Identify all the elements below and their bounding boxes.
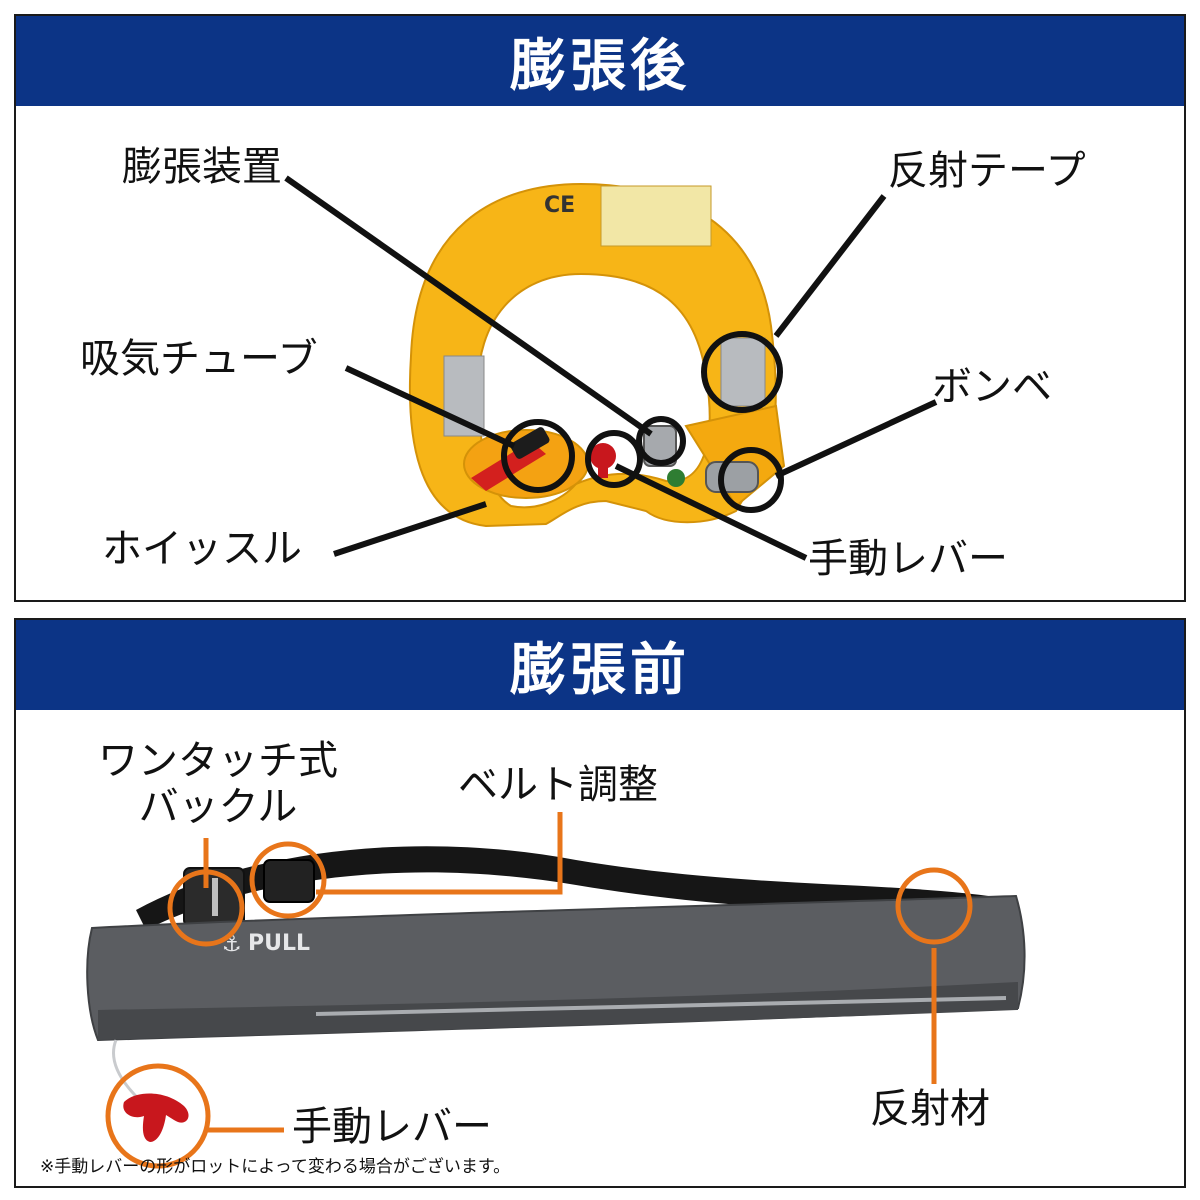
label-buckle-line2: バックル	[138, 784, 298, 830]
label-reflective-tape: 反射テープ	[888, 148, 1086, 194]
inflator-head	[643, 425, 677, 467]
label-belt-adjust: ベルト調整	[458, 762, 658, 808]
label-buckle: ワンタッチ式 バックル	[98, 738, 338, 830]
pull-text: PULL	[248, 931, 310, 956]
label-inflator: 膨張装置	[122, 144, 282, 190]
reflective-tape-right	[720, 337, 766, 407]
label-buckle-line1: ワンタッチ式	[98, 738, 338, 784]
callout-circle-reflective-tape	[701, 331, 783, 413]
callout-circle-cylinder	[718, 447, 784, 513]
label-inflation-tube: 吸気チューブ	[80, 336, 318, 382]
belt-adjuster	[263, 859, 315, 903]
inflation-tube-mouthpiece	[510, 427, 550, 459]
gas-cylinder	[705, 461, 759, 493]
label-manual-lever-after: 手動レバー	[808, 536, 1008, 582]
label-whistle: ホイッスル	[102, 526, 302, 572]
callout-circle-manual-lever-before	[105, 1063, 211, 1169]
belt-vest-illustration: PULL ⚓	[86, 812, 1026, 1169]
manual-lever-before	[123, 1093, 189, 1142]
label-reflective-material: 反射材	[870, 1086, 990, 1132]
callout-circle-inflation-tube	[501, 419, 575, 493]
callout-circle-buckle	[167, 869, 245, 947]
after-inflation-panel: 膨張後 CE	[14, 14, 1186, 602]
callout-circle-inflator	[636, 416, 686, 466]
callout-circle-reflective-material	[895, 867, 973, 945]
before-inflation-body: PULL ⚓ ワンタッチ式 バックル ベルト調整 手動レバー 反射材 ※手動レバ…	[16, 710, 1184, 1186]
after-inflation-title: 膨張後	[16, 16, 1184, 106]
before-inflation-panel: 膨張前 PULL ⚓	[14, 618, 1186, 1188]
inflated-vest-illustration: CE	[284, 175, 938, 561]
belt-strap	[136, 846, 1016, 930]
before-inflation-title: 膨張前	[16, 620, 1184, 710]
callout-circle-belt-adjust	[249, 841, 327, 919]
callout-circle-manual-lever	[585, 430, 643, 488]
ce-mark: CE	[544, 193, 575, 218]
lever-shape-note: ※手動レバーの形がロットによって変わる場合がございます。	[40, 1157, 511, 1177]
label-cylinder: ボンベ	[932, 364, 1052, 410]
label-manual-lever-before: 手動レバー	[292, 1104, 492, 1150]
after-inflation-body: CE	[16, 106, 1184, 600]
reflective-strip	[315, 996, 1007, 1016]
vest-label-sticker	[600, 185, 712, 247]
